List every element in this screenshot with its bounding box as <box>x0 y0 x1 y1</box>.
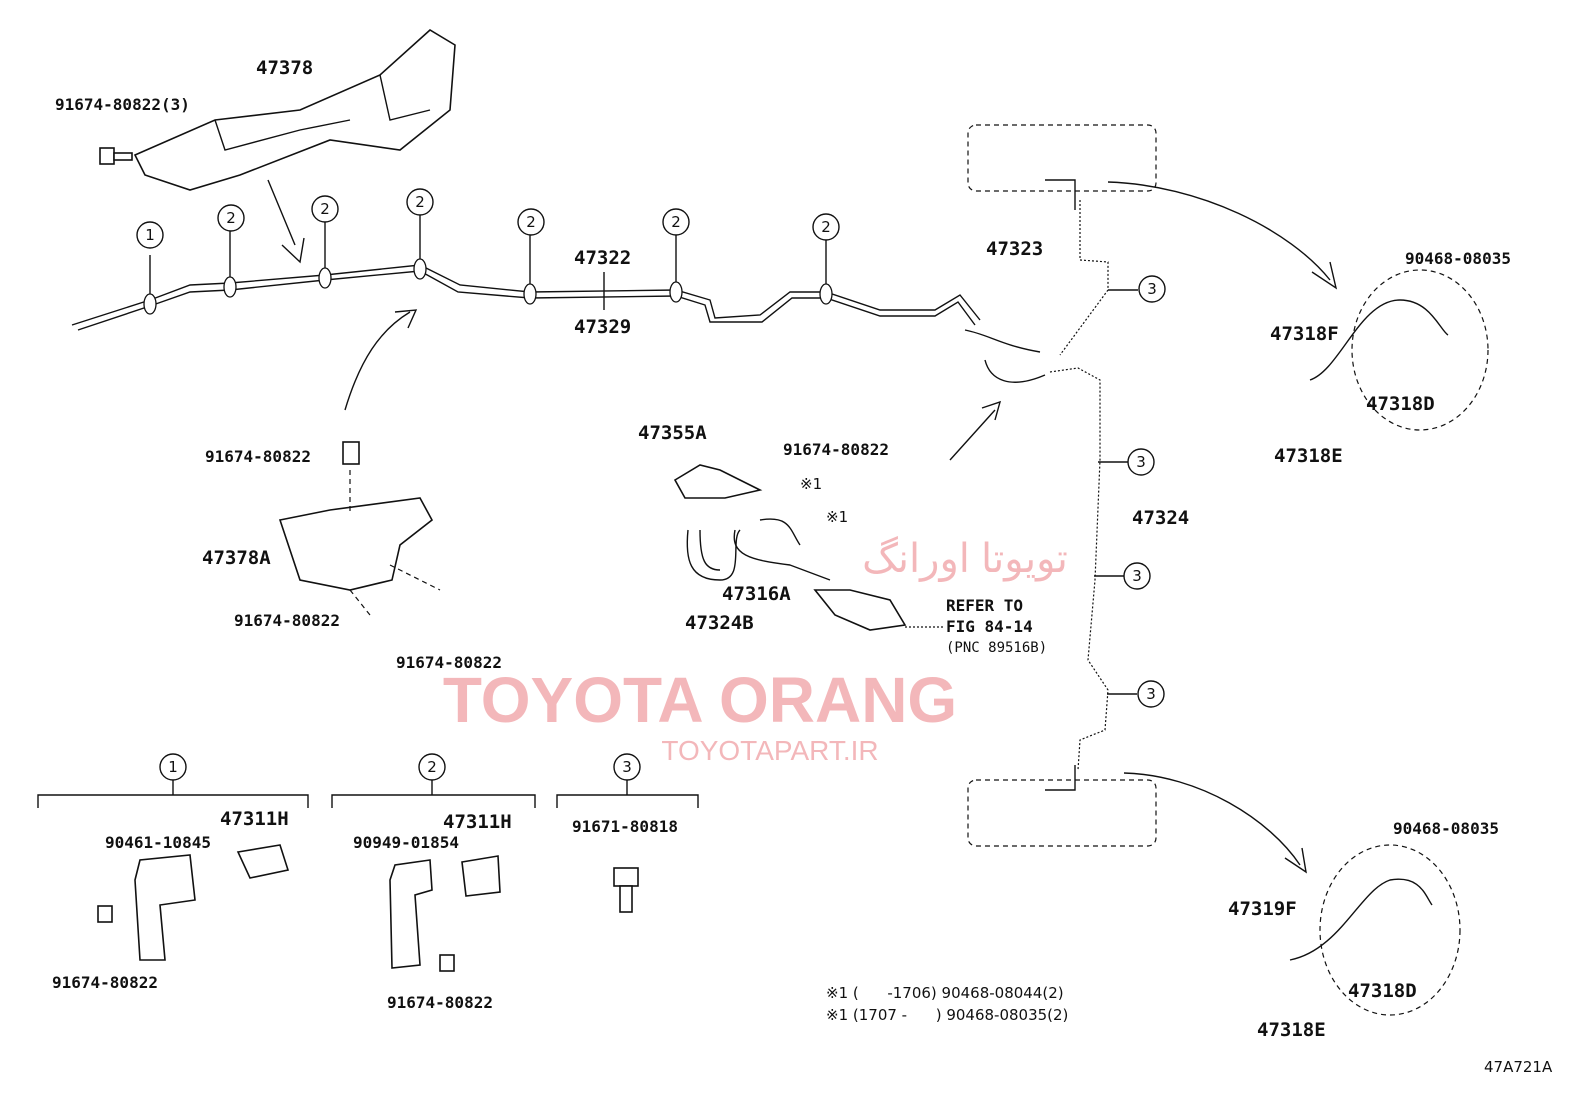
label-47323: 47323 <box>986 238 1043 260</box>
footnote-1: ※1 ( -1706) 90468-08044(2) <box>826 984 1064 1002</box>
svg-text:3: 3 <box>1146 685 1156 703</box>
callout-2: 2 <box>311 195 339 223</box>
label-clamp: 90461-10845 <box>105 833 211 852</box>
refer-fig-text: FIG 84-14 <box>946 617 1033 636</box>
callout-3: 3 <box>1107 680 1165 708</box>
label-bolt: 91674-80822 <box>234 611 340 630</box>
svg-text:3: 3 <box>1132 567 1142 585</box>
label-clip: 90468-08035 <box>1393 819 1499 838</box>
label-bolt: 91674-80822(3) <box>55 95 190 114</box>
flex-hose <box>964 329 1046 383</box>
label-47322: 47322 <box>574 247 631 269</box>
arrow-icon <box>344 309 418 411</box>
flex-hose-47316a <box>733 518 831 581</box>
watermark-site: TOYOTAPART.IR <box>661 735 878 766</box>
svg-text:3: 3 <box>622 758 632 776</box>
callout-1: 1 <box>136 221 164 249</box>
svg-text:2: 2 <box>671 213 681 231</box>
label-47319f: 47319F <box>1228 898 1297 920</box>
refer-pnc-text: (PNC 89516B) <box>946 640 1047 656</box>
svg-text:3: 3 <box>1136 453 1146 471</box>
label-bolt: 91674-80822 <box>783 440 889 459</box>
bracket <box>813 589 907 631</box>
flex-hose-47324b <box>686 529 741 581</box>
svg-text:1: 1 <box>168 758 178 776</box>
svg-text:1: 1 <box>145 226 155 244</box>
svg-text:2: 2 <box>427 758 437 776</box>
callout-2: 2 <box>662 208 690 236</box>
label-47324: 47324 <box>1132 507 1189 529</box>
bolt-icon <box>342 441 360 465</box>
detail-circle <box>1351 269 1489 431</box>
wheel-area-top <box>967 124 1157 192</box>
watermark-persian: تویوتا اورانگ <box>862 536 1068 582</box>
footnote-2: ※1 (1707 - ) 90468-08035(2) <box>826 1006 1068 1024</box>
label-47311h: 47311H <box>220 808 289 830</box>
label-bolt: 91671-80818 <box>572 817 678 836</box>
heat-insulator-47378a <box>278 497 434 591</box>
label-bolt: 91674-80822 <box>387 993 493 1012</box>
label-note-ref: ※1 <box>826 508 848 526</box>
label-bolt: 91674-80822 <box>52 973 158 992</box>
svg-text:2: 2 <box>320 200 330 218</box>
label-47318d: 47318D <box>1348 980 1417 1002</box>
label-47318f: 47318F <box>1270 323 1339 345</box>
label-47311h: 47311H <box>443 811 512 833</box>
refer-to-text: REFER TO <box>946 596 1023 615</box>
watermark-brand: TOYOTA ORANG <box>443 664 957 736</box>
wheel-area-bottom <box>967 779 1157 847</box>
label-47355a: 47355A <box>638 422 707 444</box>
detail-circle <box>1319 844 1461 1016</box>
label-47324b: 47324B <box>685 612 754 634</box>
callout-2: 2 <box>406 188 434 216</box>
legend-group-1: 1 <box>37 753 309 961</box>
label-bolt: 91674-80822 <box>396 653 502 672</box>
callout-2: 2 <box>812 213 840 241</box>
label-47318d: 47318D <box>1366 393 1435 415</box>
callout-2: 2 <box>217 204 245 232</box>
callout-3: 3 <box>1098 448 1155 476</box>
svg-text:2: 2 <box>226 209 236 227</box>
label-clamp: 90949-01854 <box>353 833 459 852</box>
label-47378a: 47378A <box>202 547 271 569</box>
brake-tube-47322 <box>71 264 981 326</box>
arrow-icon <box>1123 772 1307 874</box>
svg-text:2: 2 <box>821 218 831 236</box>
label-clip: 90468-08035 <box>1405 249 1511 268</box>
callout-2: 2 <box>517 208 545 236</box>
bolt-icon <box>99 147 133 165</box>
heat-insulator-47378 <box>133 29 456 191</box>
arrow-icon <box>267 179 305 264</box>
arrow-icon <box>949 400 1002 461</box>
callout-3: 3 <box>1094 562 1151 590</box>
legend-group-2: 2 <box>331 753 536 972</box>
callout-3: 3 <box>1108 275 1166 303</box>
bracket-47355a <box>673 464 763 499</box>
arrow-icon <box>1107 181 1338 290</box>
label-47318e: 47318E <box>1257 1019 1326 1041</box>
label-47318e: 47318E <box>1274 445 1343 467</box>
figure-id: 47A721A <box>1484 1058 1553 1076</box>
svg-text:3: 3 <box>1147 280 1157 298</box>
svg-text:2: 2 <box>415 193 425 211</box>
label-bolt: 91674-80822 <box>205 447 311 466</box>
label-47316a: 47316A <box>722 583 791 605</box>
label-47378: 47378 <box>256 57 313 79</box>
label-47329: 47329 <box>574 316 631 338</box>
label-note-ref: ※1 <box>800 475 822 493</box>
legend-group-3: 3 <box>556 753 699 913</box>
part-labels: 47378 91674-80822(3) 47322 47329 47323 9… <box>52 57 1511 1041</box>
svg-text:2: 2 <box>526 213 536 231</box>
